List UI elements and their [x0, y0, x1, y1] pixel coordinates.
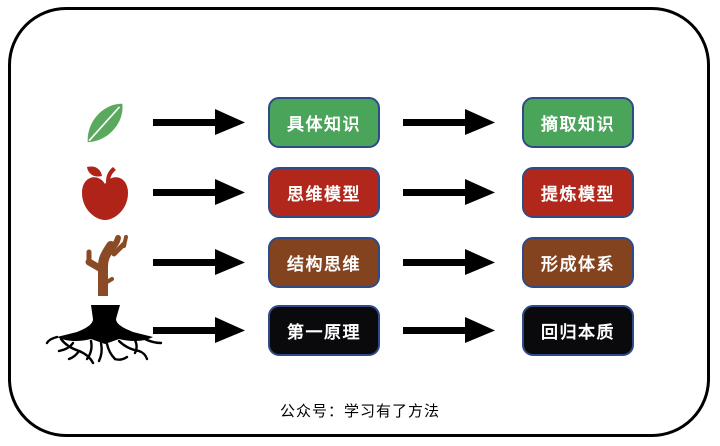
step-box: 摘取知识: [522, 97, 634, 148]
step-box-label: 形成体系: [541, 255, 615, 274]
arrow-right-icon: [403, 249, 495, 275]
step-box-label: 第一原理: [287, 323, 361, 342]
footer-caption: 公众号：学习有了方法: [279, 403, 440, 420]
step-box: 具体知识: [268, 97, 380, 148]
step-box: 回归本质: [522, 305, 634, 356]
arrow-right-icon: [403, 179, 495, 205]
step-box-label: 结构思维: [287, 255, 361, 274]
arrow-right-icon: [153, 179, 245, 205]
step-box: 思维模型: [268, 167, 380, 218]
diagram-row-roots: 第一原理 回归本质: [0, 304, 720, 364]
roots-icon: [40, 304, 170, 364]
step-box: 提炼模型: [522, 167, 634, 218]
apple-icon: [40, 165, 170, 220]
step-box-label: 具体知识: [287, 115, 361, 134]
arrow-right-icon: [153, 249, 245, 275]
step-box-label: 回归本质: [541, 323, 615, 342]
branch-icon: [40, 234, 170, 296]
arrow-right-icon: [153, 109, 245, 135]
step-box: 形成体系: [522, 237, 634, 288]
step-box-label: 思维模型: [287, 185, 361, 204]
arrow-right-icon: [403, 109, 495, 135]
leaf-icon: [40, 97, 170, 148]
rounded-border-frame: [8, 7, 710, 437]
step-box-label: 摘取知识: [541, 115, 615, 134]
diagram-row-leaf: 具体知识 摘取知识: [0, 97, 720, 148]
arrow-right-icon: [153, 317, 245, 343]
diagram-row-branch: 结构思维 形成体系: [0, 234, 720, 296]
step-box-label: 提炼模型: [541, 185, 615, 204]
step-box: 第一原理: [268, 305, 380, 356]
step-box: 结构思维: [268, 237, 380, 288]
diagram-row-apple: 思维模型 提炼模型: [0, 165, 720, 220]
arrow-right-icon: [403, 317, 495, 343]
